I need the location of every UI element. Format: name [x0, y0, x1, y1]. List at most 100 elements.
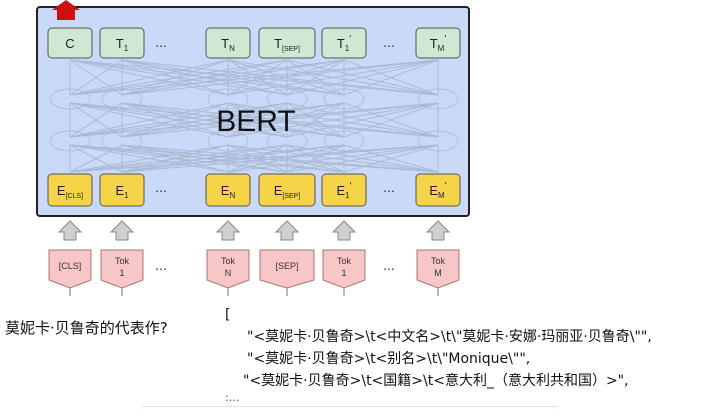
input-token-index: 1	[341, 268, 346, 278]
output-token: TM'	[415, 27, 461, 59]
input-token-label: Tok	[115, 256, 130, 266]
token-main: E	[274, 183, 283, 198]
connection-line	[286, 102, 439, 138]
answer-line: "<莫妮卡·贝鲁奇>\t<中文名>\t\"莫妮卡·安娜·玛丽亚·贝鲁奇\"",	[247, 329, 652, 345]
token-main: T	[274, 36, 282, 51]
hidden-node	[323, 88, 365, 110]
hidden-node	[207, 88, 249, 110]
hidden-node	[101, 88, 143, 110]
hidden-node	[207, 130, 249, 152]
connection-line	[69, 59, 288, 96]
output-token: TN	[205, 27, 251, 59]
output-token-box	[205, 27, 251, 59]
answer-line: [	[225, 307, 231, 323]
connection-line	[227, 144, 439, 173]
token-subscript: M	[438, 44, 445, 53]
output-token: C	[47, 27, 93, 59]
embedding-token-label: E[CLS]	[57, 183, 83, 200]
connection-line	[69, 144, 229, 173]
token-prime: '	[444, 34, 446, 45]
input-token-label: Tok	[221, 256, 236, 266]
token-subscript: [SEP]	[282, 46, 300, 53]
answer-list: [ "<莫妮卡·贝鲁奇>\t<中文名>\t\"莫妮卡·安娜·玛丽亚·贝鲁奇\""…	[225, 304, 700, 404]
token-subscript: N	[229, 44, 235, 53]
up-arrow-icon	[215, 220, 241, 241]
input-token-box	[259, 249, 315, 289]
token-subscript: 1	[124, 191, 129, 200]
token-prime: '	[349, 34, 351, 45]
token-subscript: [CLS]	[66, 193, 84, 200]
connection-line	[343, 102, 439, 138]
up-arrow-icon	[425, 220, 451, 241]
connection-line	[121, 59, 229, 96]
ellipsis: ...	[155, 34, 167, 50]
answer-line: "<莫妮卡·贝鲁奇>\t<国籍>\t<意大利_（意大利共和国）>",	[243, 373, 629, 389]
diagram-title: BERT	[216, 105, 295, 138]
connection-line	[343, 144, 439, 173]
connection-line	[227, 59, 345, 96]
bottom-input-edge	[140, 406, 560, 418]
connection-line	[227, 59, 439, 96]
hidden-node	[266, 130, 308, 152]
embedding-token-label: E1	[115, 183, 129, 200]
output-token-label: TN	[221, 36, 235, 53]
embedding-token-label: EM'	[429, 181, 446, 200]
up-arrow-icon	[331, 220, 357, 241]
connection-line	[227, 144, 345, 173]
connection-line	[286, 102, 345, 138]
connection-line	[69, 102, 439, 138]
hidden-node	[417, 88, 459, 110]
output-token-box	[99, 27, 145, 59]
token-subscript: 1	[124, 44, 129, 53]
connection-line	[286, 144, 439, 173]
token-main: E	[336, 183, 345, 198]
embedding-token-box	[205, 173, 251, 207]
embedding-token-box	[258, 173, 316, 207]
hidden-node	[266, 88, 308, 110]
token-subscript: M	[438, 191, 445, 200]
input-token-label: [SEP]	[275, 261, 298, 271]
connection-line	[286, 59, 345, 96]
connection-line	[69, 102, 123, 138]
connection-line	[121, 59, 345, 96]
token-main: T	[116, 36, 124, 51]
input-token: [CLS]	[48, 249, 92, 296]
connection-line	[121, 59, 439, 96]
connection-line	[69, 144, 123, 173]
input-token-index: N	[225, 268, 232, 278]
token-main: C	[65, 36, 74, 51]
embedding-token: E[CLS]	[47, 173, 93, 207]
connection-line	[69, 59, 123, 96]
ellipsis: ...	[155, 257, 167, 273]
input-token: Tok 1	[100, 249, 144, 296]
embedding-token-box	[415, 173, 461, 207]
input-token-label: Tok	[337, 256, 352, 266]
input-token-index: 1	[119, 268, 124, 278]
hidden-node	[417, 130, 459, 152]
ellipsis-row: ..................	[155, 34, 395, 273]
token-subscript: 1	[345, 191, 350, 200]
embedding-token-box	[321, 173, 367, 207]
embedding-token-label: E[SEP]	[274, 183, 301, 200]
input-token-box	[416, 249, 460, 289]
output-token-label: T1	[116, 36, 129, 53]
up-arrow-icon	[109, 220, 135, 241]
token-main: E	[221, 183, 230, 198]
token-main: T	[430, 36, 438, 51]
output-arrow-icon	[52, 0, 80, 20]
connection-line	[343, 59, 439, 96]
connection-line	[69, 144, 288, 173]
embedding-token: E1	[99, 173, 145, 207]
ellipsis: ...	[155, 179, 167, 195]
connection-line	[121, 102, 345, 138]
input-token-box	[322, 249, 366, 289]
embedding-token: E1'	[321, 173, 367, 207]
hidden-node	[49, 88, 91, 110]
answer-line: "<莫妮卡·贝鲁奇>\t<别名>\t\"Monique\"",	[247, 351, 531, 367]
token-main: E	[57, 183, 66, 198]
